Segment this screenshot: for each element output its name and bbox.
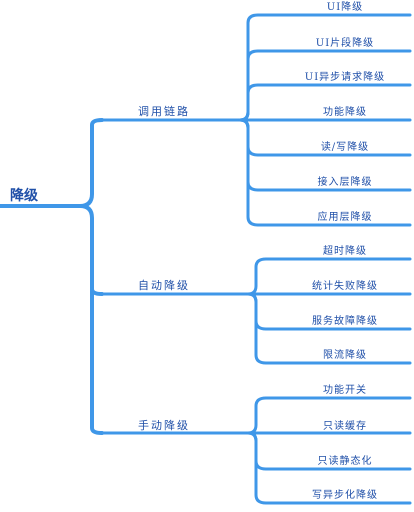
- leaf-label: UI降级: [327, 0, 363, 13]
- leaf-label: 超时降级: [323, 244, 367, 257]
- leaf-label: 应用层降级: [318, 210, 373, 223]
- leaf-label: UI异步请求降级: [305, 70, 385, 83]
- leaf-label: 统计失败降级: [312, 279, 378, 292]
- leaf-edge-manual-degrade-3: [246, 431, 412, 505]
- branch-label-auto-degrade: 自动降级: [138, 278, 190, 292]
- leaf-label: 限流降级: [323, 348, 367, 361]
- leaf-edge-call-chain-6: [238, 118, 412, 227]
- leaf-label: 功能降级: [323, 105, 367, 118]
- leaf-label: 服务故障降级: [312, 314, 378, 327]
- leaf-label: 功能开关: [323, 383, 367, 396]
- leaf-label: UI片段降级: [316, 36, 374, 49]
- root-edge-call-chain: [78, 118, 104, 208]
- leaf-label: 只读静态化: [318, 454, 373, 467]
- root-edge-manual-degrade: [90, 287, 104, 435]
- leaf-label: 只读缓存: [323, 419, 367, 432]
- leaf-label: 读/写降级: [321, 140, 369, 153]
- leaf-label: 接入层降级: [318, 175, 373, 188]
- leaf-edge-auto-degrade-3: [246, 292, 412, 365]
- branch-label-manual-degrade: 手动降级: [138, 418, 190, 432]
- root-edge-auto-degrade: [78, 204, 104, 296]
- branch-label-call-chain: 调用链路: [138, 104, 190, 118]
- leaf-label: 写异步化降级: [312, 488, 378, 501]
- leaf-edge-call-chain-0: [238, 13, 412, 122]
- edges-layer: [0, 13, 412, 505]
- root-node-label: 降级: [10, 187, 39, 204]
